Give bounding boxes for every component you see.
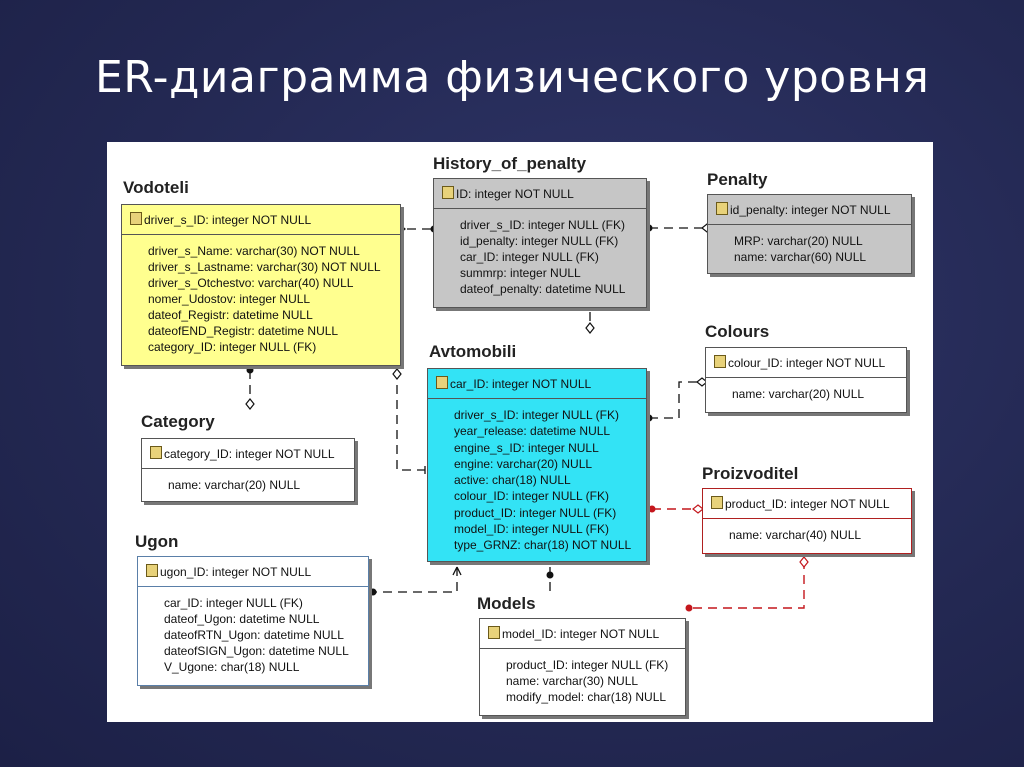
attribute: product_ID: integer NULL (FK) bbox=[454, 505, 617, 520]
attribute: car_ID: integer NULL (FK) bbox=[460, 250, 599, 264]
entity-title-history: History_of_penalty bbox=[433, 154, 587, 173]
attribute: summrp: integer NULL bbox=[460, 266, 581, 280]
slide-title: ER-диаграмма физического уровня bbox=[95, 52, 930, 103]
attribute: MRP: varchar(20) NULL bbox=[734, 234, 863, 248]
key-icon bbox=[711, 496, 723, 509]
attribute: year_release: datetime NULL bbox=[454, 424, 611, 439]
attribute-list: driver_s_ID: integer NULL (FK) id_penalt… bbox=[434, 209, 646, 303]
key-icon bbox=[488, 626, 500, 639]
link-vodoteli-avtomobili bbox=[396, 370, 425, 471]
primary-key-row: ID: integer NOT NULL bbox=[434, 179, 646, 209]
attribute-list: name: varchar(20) NULL bbox=[706, 378, 906, 408]
entity-title-ugon: Ugon bbox=[135, 532, 179, 551]
attribute: modify_model: char(18) NULL bbox=[506, 690, 667, 704]
key-icon bbox=[130, 212, 142, 225]
primary-key-row: category_ID: integer NOT NULL bbox=[142, 439, 354, 469]
attribute-list: name: varchar(40) NULL bbox=[703, 519, 911, 549]
key-icon bbox=[150, 446, 162, 459]
attribute: name: varchar(40) NULL bbox=[729, 528, 862, 542]
entity-title-models: Models bbox=[477, 594, 536, 613]
link-avtomobili-colours bbox=[649, 381, 702, 419]
primary-key-row: colour_ID: integer NOT NULL bbox=[706, 348, 906, 378]
attribute-list: product_ID: integer NULL (FK) name: varc… bbox=[480, 649, 685, 711]
attribute-list: name: varchar(20) NULL bbox=[142, 469, 354, 499]
attribute: dateof_Registr: datetime NULL bbox=[148, 308, 313, 322]
attribute: name: varchar(60) NULL bbox=[734, 250, 867, 264]
attribute: nomer_Udostov: integer NULL bbox=[148, 292, 311, 306]
key-icon bbox=[716, 202, 728, 215]
attribute: model_ID: integer NULL (FK) bbox=[454, 522, 609, 537]
attribute: dateof_Ugon: datetime NULL bbox=[164, 612, 320, 626]
attribute: dateofEND_Registr: datetime NULL bbox=[148, 324, 339, 338]
attribute-list: MRP: varchar(20) NULL name: varchar(60) … bbox=[708, 225, 911, 271]
attribute: driver_s_Lastname: varchar(30) NOT NULL bbox=[148, 260, 381, 274]
entity-avtomobili[interactable]: car_ID: integer NOT NULL driver_s_ID: in… bbox=[427, 368, 647, 562]
attribute-list: driver_s_ID: integer NULL (FK) year_rele… bbox=[428, 399, 646, 560]
attribute: car_ID: integer NULL (FK) bbox=[164, 596, 303, 610]
attribute: colour_ID: integer NULL (FK) bbox=[454, 489, 609, 504]
attribute: type_GRNZ: char(18) NOT NULL bbox=[454, 538, 632, 553]
attribute: engine: varchar(20) NULL bbox=[454, 456, 593, 471]
entity-title-colours: Colours bbox=[705, 322, 770, 341]
entity-title-proizvoditel: Proizvoditel bbox=[702, 464, 799, 483]
primary-key-row: product_ID: integer NOT NULL bbox=[703, 489, 911, 519]
entity-models[interactable]: model_ID: integer NOT NULL product_ID: i… bbox=[479, 618, 686, 716]
entity-history-of-penalty[interactable]: ID: integer NOT NULL driver_s_ID: intege… bbox=[433, 178, 647, 308]
attribute: name: varchar(20) NULL bbox=[732, 387, 865, 401]
er-diagram-canvas: Vodoteli driver_s_ID: integer NOT NULL d… bbox=[107, 142, 933, 722]
primary-key-row: model_ID: integer NOT NULL bbox=[480, 619, 685, 649]
attribute: dateofRTN_Ugon: datetime NULL bbox=[164, 628, 344, 642]
entity-penalty[interactable]: id_penalty: integer NOT NULL MRP: varcha… bbox=[707, 194, 912, 274]
primary-key-row: car_ID: integer NOT NULL bbox=[428, 369, 646, 399]
primary-key-row: driver_s_ID: integer NOT NULL bbox=[122, 205, 400, 235]
entity-proizvoditel[interactable]: product_ID: integer NOT NULL name: varch… bbox=[702, 488, 912, 554]
entity-title-category: Category bbox=[141, 412, 215, 431]
attribute: driver_s_Name: varchar(30) NOT NULL bbox=[148, 244, 360, 258]
link-avtomobili-ugon bbox=[369, 567, 458, 593]
attribute: active: char(18) NULL bbox=[454, 473, 571, 488]
entity-title-vodoteli: Vodoteli bbox=[123, 178, 189, 197]
attribute: name: varchar(20) NULL bbox=[168, 478, 301, 492]
key-icon bbox=[442, 186, 454, 199]
attribute: category_ID: integer NULL (FK) bbox=[148, 340, 317, 354]
link-proizvoditel-models bbox=[689, 560, 805, 609]
entity-title-penalty: Penalty bbox=[707, 170, 768, 189]
attribute: V_Ugone: char(18) NULL bbox=[164, 660, 300, 674]
entity-vodoteli[interactable]: driver_s_ID: integer NOT NULL driver_s_N… bbox=[121, 204, 401, 366]
entity-category[interactable]: category_ID: integer NOT NULL name: varc… bbox=[141, 438, 355, 502]
primary-key-row: ugon_ID: integer NOT NULL bbox=[138, 557, 368, 587]
entity-colours[interactable]: colour_ID: integer NOT NULL name: varcha… bbox=[705, 347, 907, 413]
attribute: driver_s_Otchestvo: varchar(40) NULL bbox=[148, 276, 354, 290]
key-icon bbox=[436, 376, 448, 389]
attribute: product_ID: integer NULL (FK) bbox=[506, 658, 669, 672]
key-icon bbox=[146, 564, 158, 577]
entity-ugon[interactable]: ugon_ID: integer NOT NULL car_ID: intege… bbox=[137, 556, 369, 686]
attribute: engine_s_ID: integer NULL bbox=[454, 440, 599, 455]
primary-key-row: id_penalty: integer NOT NULL bbox=[708, 195, 911, 225]
entity-title-avtomobili: Avtomobili bbox=[429, 342, 517, 361]
key-icon bbox=[714, 355, 726, 368]
attribute: driver_s_ID: integer NULL (FK) bbox=[454, 408, 619, 422]
attribute: dateof_penalty: datetime NULL bbox=[460, 282, 626, 296]
attribute: dateofSIGN_Ugon: datetime NULL bbox=[164, 644, 349, 658]
attribute: driver_s_ID: integer NULL (FK) bbox=[460, 218, 625, 232]
attribute-list: car_ID: integer NULL (FK) dateof_Ugon: d… bbox=[138, 587, 368, 681]
attribute: name: varchar(30) NULL bbox=[506, 674, 639, 688]
attribute: id_penalty: integer NULL (FK) bbox=[460, 234, 619, 248]
attribute-list: driver_s_Name: varchar(30) NOT NULL driv… bbox=[122, 235, 400, 361]
